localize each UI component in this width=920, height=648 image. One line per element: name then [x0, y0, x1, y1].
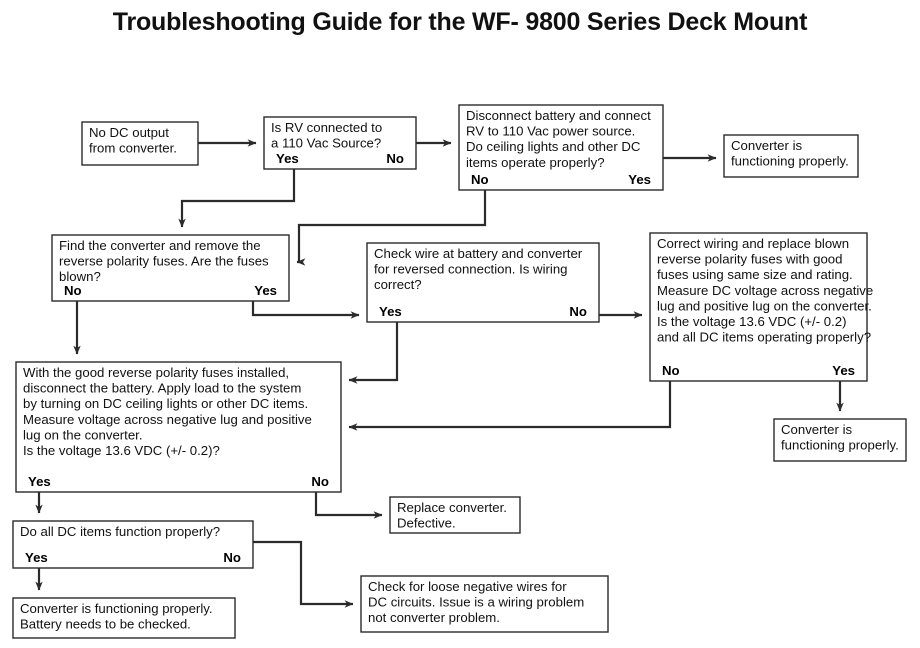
node-box [12, 520, 254, 569]
node-box [12, 597, 236, 639]
edges-layer [35, 139, 844, 608]
branch-label-no: No [64, 283, 82, 298]
edge-good-fuses-no-to-replace-converter [314, 492, 383, 519]
node-text-line: Measure voltage across negative lug and … [23, 412, 312, 427]
branch-label-yes: Yes [379, 304, 402, 319]
node-text-line: Converter is [731, 138, 802, 153]
node-box [458, 104, 664, 191]
edge-do-all-dc-no-to-loose-wires [253, 540, 354, 608]
node-text-line: Find the converter and remove the [59, 238, 261, 253]
node-text-line: functioning properly. [781, 438, 899, 453]
node-text-line: from converter. [89, 141, 177, 156]
node-good-fuses-installed-measure-voltage[interactable]: With the good reverse polarity fuses ins… [15, 361, 342, 493]
branch-label-no: No [471, 172, 489, 187]
branch-label-no: No [569, 304, 587, 319]
node-text-line: With the good reverse polarity fuses ins… [23, 365, 289, 380]
node-text-line: reverse polarity fuses. Are the fuses [59, 254, 269, 269]
node-replace-converter-defective[interactable]: Replace converter.Defective. [389, 496, 521, 534]
node-text-line: Check wire at battery and converter [374, 246, 583, 261]
node-box [15, 361, 342, 493]
branch-label-no: No [662, 363, 680, 378]
node-correct-wiring-replace-fuses[interactable]: Correct wiring and replace blownreverse … [649, 232, 873, 382]
node-text-line: Disconnect battery and connect [466, 108, 651, 123]
node-box [773, 418, 907, 462]
node-text-line: blown? [59, 269, 101, 284]
node-text-line: Is the voltage 13.6 VDC (+/- 0.2) [657, 314, 846, 329]
node-text-line: fuses using same size and rating. [657, 267, 853, 282]
branch-label-yes: Yes [628, 172, 651, 187]
edge-check-wire-yes-to-good-fuses [348, 322, 399, 384]
node-text-line: No DC output [89, 125, 169, 140]
edge-find-converter-yes-to-check-wire [251, 301, 360, 319]
node-text-line: lug and positive lug on the converter. [657, 298, 872, 313]
node-text-line: Do all DC items function properly? [20, 524, 220, 539]
node-text-line: Defective. [397, 516, 456, 531]
node-text-line: for reversed connection. Is wiring [374, 262, 568, 277]
node-text-line: Replace converter. [397, 500, 507, 515]
node-text-line: a 110 Vac Source? [271, 136, 381, 151]
node-text-line: Is RV connected to [271, 120, 382, 135]
node-box [366, 242, 600, 323]
branch-label-yes: Yes [25, 550, 48, 565]
node-text-line: DC circuits. Issue is a wiring problem [368, 595, 584, 610]
page-title: Troubleshooting Guide for the WF- 9800 S… [112, 8, 808, 36]
branch-label-no: No [311, 474, 329, 489]
node-text-line: Correct wiring and replace blown [657, 236, 849, 251]
node-text-line: Converter is functioning properly. [20, 601, 213, 616]
node-text-line: disconnect the battery. Apply load to th… [23, 381, 301, 396]
node-text-line: by turning on DC ceiling lights or other… [23, 396, 308, 411]
node-text-line: Converter is [781, 422, 852, 437]
node-text-line: Is the voltage 13.6 VDC (+/- 0.2)? [23, 443, 220, 458]
node-box [263, 116, 417, 170]
branch-label-yes: Yes [276, 151, 299, 166]
node-text-line: functioning properly. [731, 154, 849, 169]
edge-correct-wiring-no-to-good-fuses [348, 381, 672, 431]
edge-disconnect-no-to-find-converter [296, 190, 487, 266]
node-text-line: RV to 110 Vac power source. [466, 124, 635, 139]
branch-label-yes: Yes [254, 283, 277, 298]
node-box [51, 234, 290, 302]
branch-label-yes: Yes [832, 363, 855, 378]
node-text-line: Measure DC voltage across negative [657, 283, 873, 298]
node-box [389, 496, 521, 534]
node-is-rv-connected[interactable]: Is RV connected toa 110 Vac Source?Yes No [263, 116, 417, 170]
edge-rv-yes-to-find-converter [178, 169, 296, 228]
node-text-line: items operate properly? [466, 155, 605, 170]
node-text-line: reverse polarity fuses with good [657, 252, 842, 267]
node-text-line: Do ceiling lights and other DC [466, 139, 641, 154]
node-box [649, 232, 868, 382]
node-converter-ok-check-battery[interactable]: Converter is functioning properly.Batter… [12, 597, 236, 639]
node-text-line: Check for loose negative wires for [368, 579, 567, 594]
node-find-converter-remove-fuses[interactable]: Find the converter and remove thereverse… [51, 234, 290, 302]
branch-label-no: No [223, 550, 241, 565]
node-do-all-dc-items-function[interactable]: Do all DC items function properly? Yes No [12, 520, 254, 569]
node-text-line: lug on the converter. [23, 427, 143, 442]
node-text-line: and all DC items operating properly? [657, 330, 871, 345]
branch-label-yes: Yes [28, 474, 51, 489]
node-box [723, 134, 859, 178]
node-text-line: correct? [374, 277, 422, 292]
node-box [360, 575, 609, 633]
node-text-line: not converter problem. [368, 610, 500, 625]
node-box [81, 121, 199, 166]
branch-label-no: No [386, 151, 404, 166]
node-text-line: Battery needs to be checked. [20, 617, 191, 632]
